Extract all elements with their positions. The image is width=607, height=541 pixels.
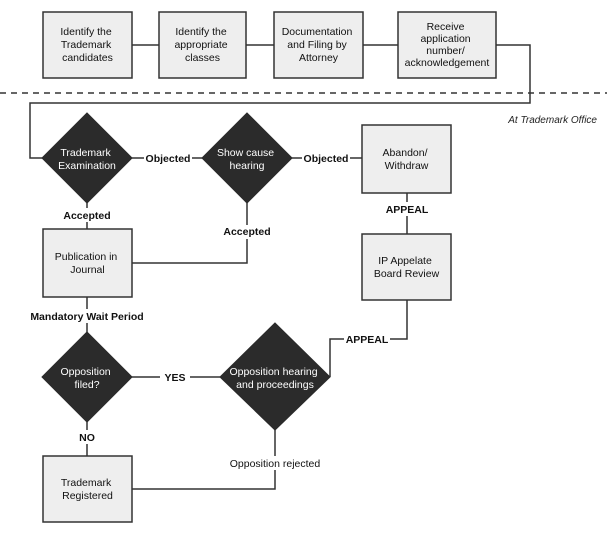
node-text-line: Identify the [60,26,112,38]
svg-text:Opposition hearing and p: Opposition hearing and proceedings [229,366,320,391]
edge-label-yes: YES [160,370,190,384]
svg-text:Trademark Registered: Trademark Registered [61,477,114,502]
node-text-line: Receive [427,21,465,33]
edge-label-objected-2: Objected [302,151,350,165]
svg-text:Identify the appropriate: Identify the appropriate classes [174,26,230,64]
svg-text:Publication in Journal: Publication in Journal [55,251,120,276]
node-text-line: Journal [70,264,104,276]
node-text-line: Show cause [217,147,274,159]
edge-label-appeal-1: APPEAL [384,202,430,216]
node-text-line: Withdraw [385,160,429,172]
node-text-line: Trademark [61,477,112,489]
node-publication: Publication in Journal [42,228,133,298]
node-text-line: Registered [62,490,113,502]
edge-label-appeal-2: APPEAL [344,332,390,346]
node-trademark-examination: Trademark Examination [41,112,133,204]
svg-text:Identify the Trademark: Identify the Trademark candidates [60,26,114,64]
node-text-line: Trademark [61,39,112,51]
node-identify-candidates: Identify the Trademark candidates [42,11,133,79]
svg-text:Objected: Objected [304,153,349,165]
connector-showcause-publication [132,203,248,264]
svg-text:Opposition filed?: Opposition filed? [60,366,113,391]
svg-text:Mandatory Wait Period: Mandatory Wait Period [30,311,143,323]
edge-label-accepted-1: Accepted [61,208,113,222]
svg-text:Trademark Examination: Trademark Examination [58,147,116,172]
node-text-line: Identify the [175,26,227,38]
node-text-line: filed? [74,379,99,391]
node-text-line: application [420,33,470,45]
svg-text:Objected: Objected [146,153,191,165]
node-text-line: IP Appelate [378,255,432,267]
svg-text:Opposition rejected: Opposition rejected [230,458,321,470]
svg-text:Accepted: Accepted [223,226,270,238]
svg-text:Abandon/ Withdraw: Abandon/ Withdraw [383,147,431,172]
node-show-cause-hearing: Show cause hearing [201,112,293,204]
node-trademark-registered: Trademark Registered [42,455,133,523]
node-text-line: hearing [229,160,264,172]
svg-text:YES: YES [164,372,185,384]
node-text-line: Abandon/ [383,147,428,159]
node-text-line: Opposition [60,366,110,378]
node-text-line: Documentation [282,26,353,38]
node-opposition-hearing: Opposition hearing and proceedings [219,322,331,431]
node-ip-appellate: IP Appelate Board Review [361,233,452,301]
connector-hearing-registered [132,430,276,490]
node-text-line: number/ [426,45,465,57]
node-text-line: Opposition hearing [229,366,317,378]
edge-label-objected-1: Objected [144,151,192,165]
node-text-line: Publication in [55,251,118,263]
node-text-line: appropriate [174,39,227,51]
svg-text:NO: NO [79,432,95,444]
node-text-line: and proceedings [236,379,314,391]
svg-text:Receive application: Receive application number/ acknowledgem… [405,21,490,69]
node-text-line: acknowledgement [405,57,490,69]
edge-label-opposition-rejected: Opposition rejected [222,456,328,470]
edge-label-mandatory-wait: Mandatory Wait Period [25,309,149,323]
node-documentation: Documentation and Filing by Attorney [273,11,364,79]
office-label: At Trademark Office [507,115,597,126]
node-opposition-filed: Opposition filed? [41,331,133,423]
connector-receive-examination [29,44,531,159]
edge-label-accepted-2: Accepted [221,225,273,239]
svg-text:Documentation and Filing: Documentation and Filing by Attorney [282,26,356,64]
svg-text:APPEAL: APPEAL [386,204,429,216]
node-receive-application: Receive application number/ acknowledgem… [397,11,497,79]
node-abandon-withdraw: Abandon/ Withdraw [361,124,452,194]
edge-label-no: NO [74,430,100,444]
node-text-line: Attorney [299,52,339,64]
node-text-line: and Filing by [287,39,347,51]
svg-text:Accepted: Accepted [63,210,110,222]
node-text-line: Board Review [374,268,440,280]
node-text-line: candidates [62,52,113,64]
svg-text:IP Appelate Board Review: IP Appelate Board Review [374,255,440,280]
node-text-line: classes [185,52,220,64]
node-text-line: Trademark [60,147,111,159]
node-text-line: Examination [58,160,116,172]
node-identify-classes: Identify the appropriate classes [158,11,247,79]
svg-text:APPEAL: APPEAL [346,334,389,346]
svg-text:Show cause hearing: Show cause hearing [217,147,277,172]
